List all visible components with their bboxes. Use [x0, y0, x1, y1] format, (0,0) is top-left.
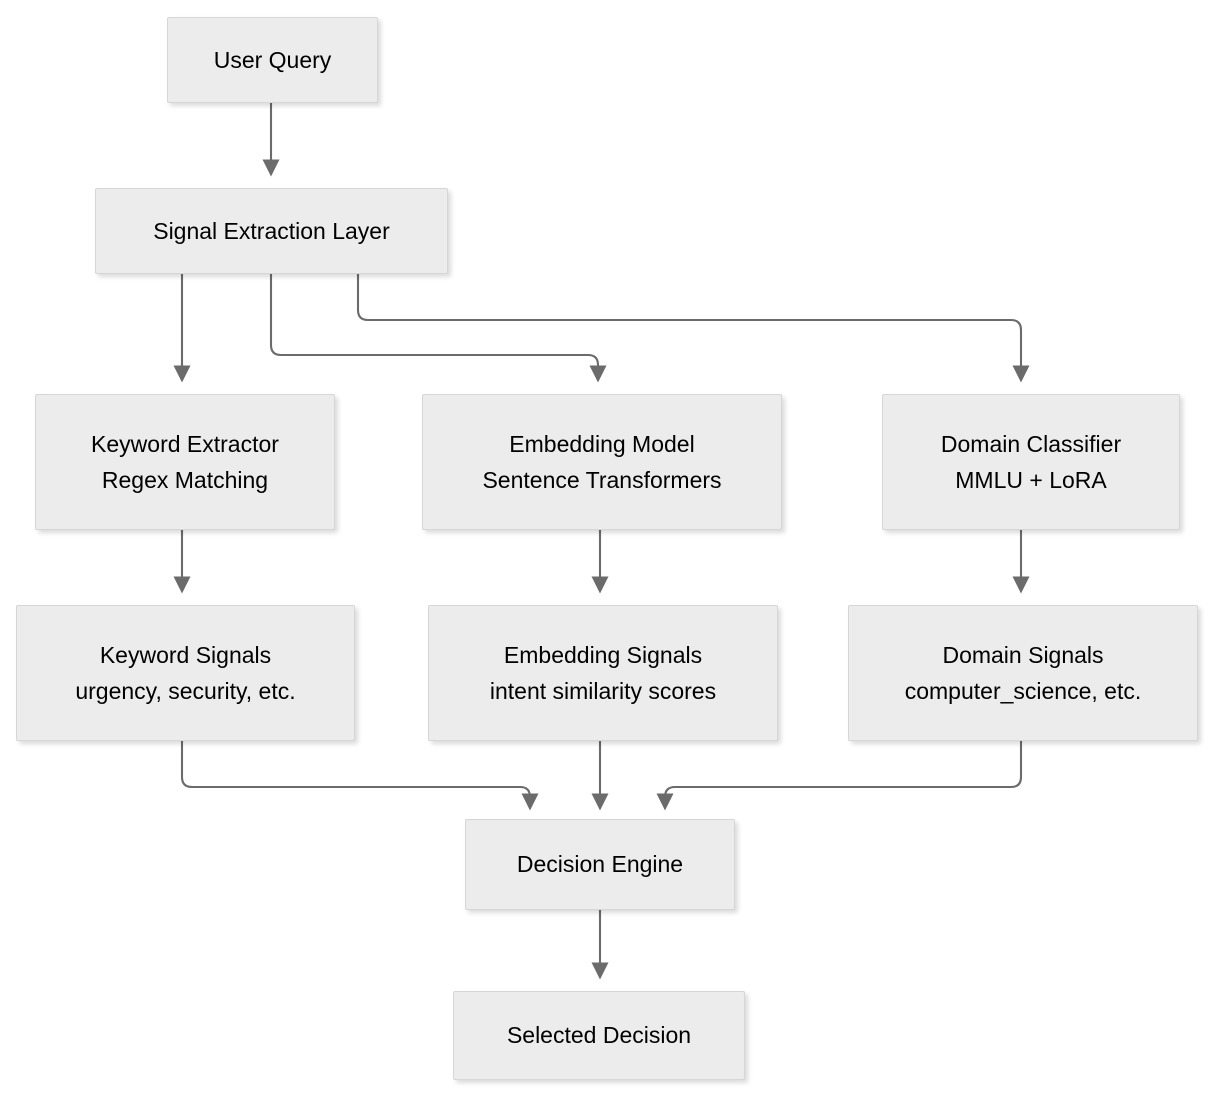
node-keyword-extractor-line2: Regex Matching	[101, 466, 269, 493]
node-domain-signals-line1: Domain Signals	[942, 641, 1104, 668]
node-user-query-line1: User Query	[213, 46, 332, 73]
node-domain-classifier[interactable]: Domain Classifier MMLU + LoRA	[882, 394, 1180, 530]
node-domain-classifier-line2: MMLU + LoRA	[955, 466, 1107, 493]
node-user-query[interactable]: User Query	[167, 17, 378, 103]
edge-signal-extraction-to-embedding-model	[269, 274, 607, 383]
node-decision-engine-line1: Decision Engine	[516, 851, 684, 877]
node-domain-signals-line2: computer_science, etc.	[904, 677, 1142, 704]
node-keyword-extractor[interactable]: Keyword Extractor Regex Matching	[35, 394, 335, 530]
edge-domain-signals-to-decision-engine	[656, 741, 1023, 811]
node-embedding-model-line2: Sentence Transformers	[482, 466, 722, 493]
node-domain-signals[interactable]: Domain Signals computer_science, etc.	[848, 605, 1198, 741]
node-selected-decision[interactable]: Selected Decision	[453, 991, 745, 1080]
node-keyword-signals[interactable]: Keyword Signals urgency, security, etc.	[16, 605, 355, 741]
node-keyword-signals-line2: urgency, security, etc.	[75, 677, 296, 704]
node-embedding-signals-line1: Embedding Signals	[503, 641, 703, 668]
node-keyword-signals-line1: Keyword Signals	[99, 641, 272, 668]
node-signal-extraction-layer-line1: Signal Extraction Layer	[153, 217, 390, 244]
node-domain-classifier-line1: Domain Classifier	[940, 430, 1122, 457]
node-decision-engine[interactable]: Decision Engine	[465, 819, 735, 910]
edge-signal-extraction-to-domain-classifier	[356, 274, 1030, 383]
node-signal-extraction-layer[interactable]: Signal Extraction Layer	[95, 188, 448, 274]
node-embedding-model-line1: Embedding Model	[509, 430, 695, 457]
node-selected-decision-line1: Selected Decision	[506, 1022, 692, 1048]
node-keyword-extractor-line1: Keyword Extractor	[91, 430, 279, 457]
edge-keyword-signals-to-decision-engine	[180, 741, 539, 811]
node-embedding-signals-line2: intent similarity scores	[489, 677, 717, 704]
node-embedding-model[interactable]: Embedding Model Sentence Transformers	[422, 394, 782, 530]
node-embedding-signals[interactable]: Embedding Signals intent similarity scor…	[428, 605, 778, 741]
